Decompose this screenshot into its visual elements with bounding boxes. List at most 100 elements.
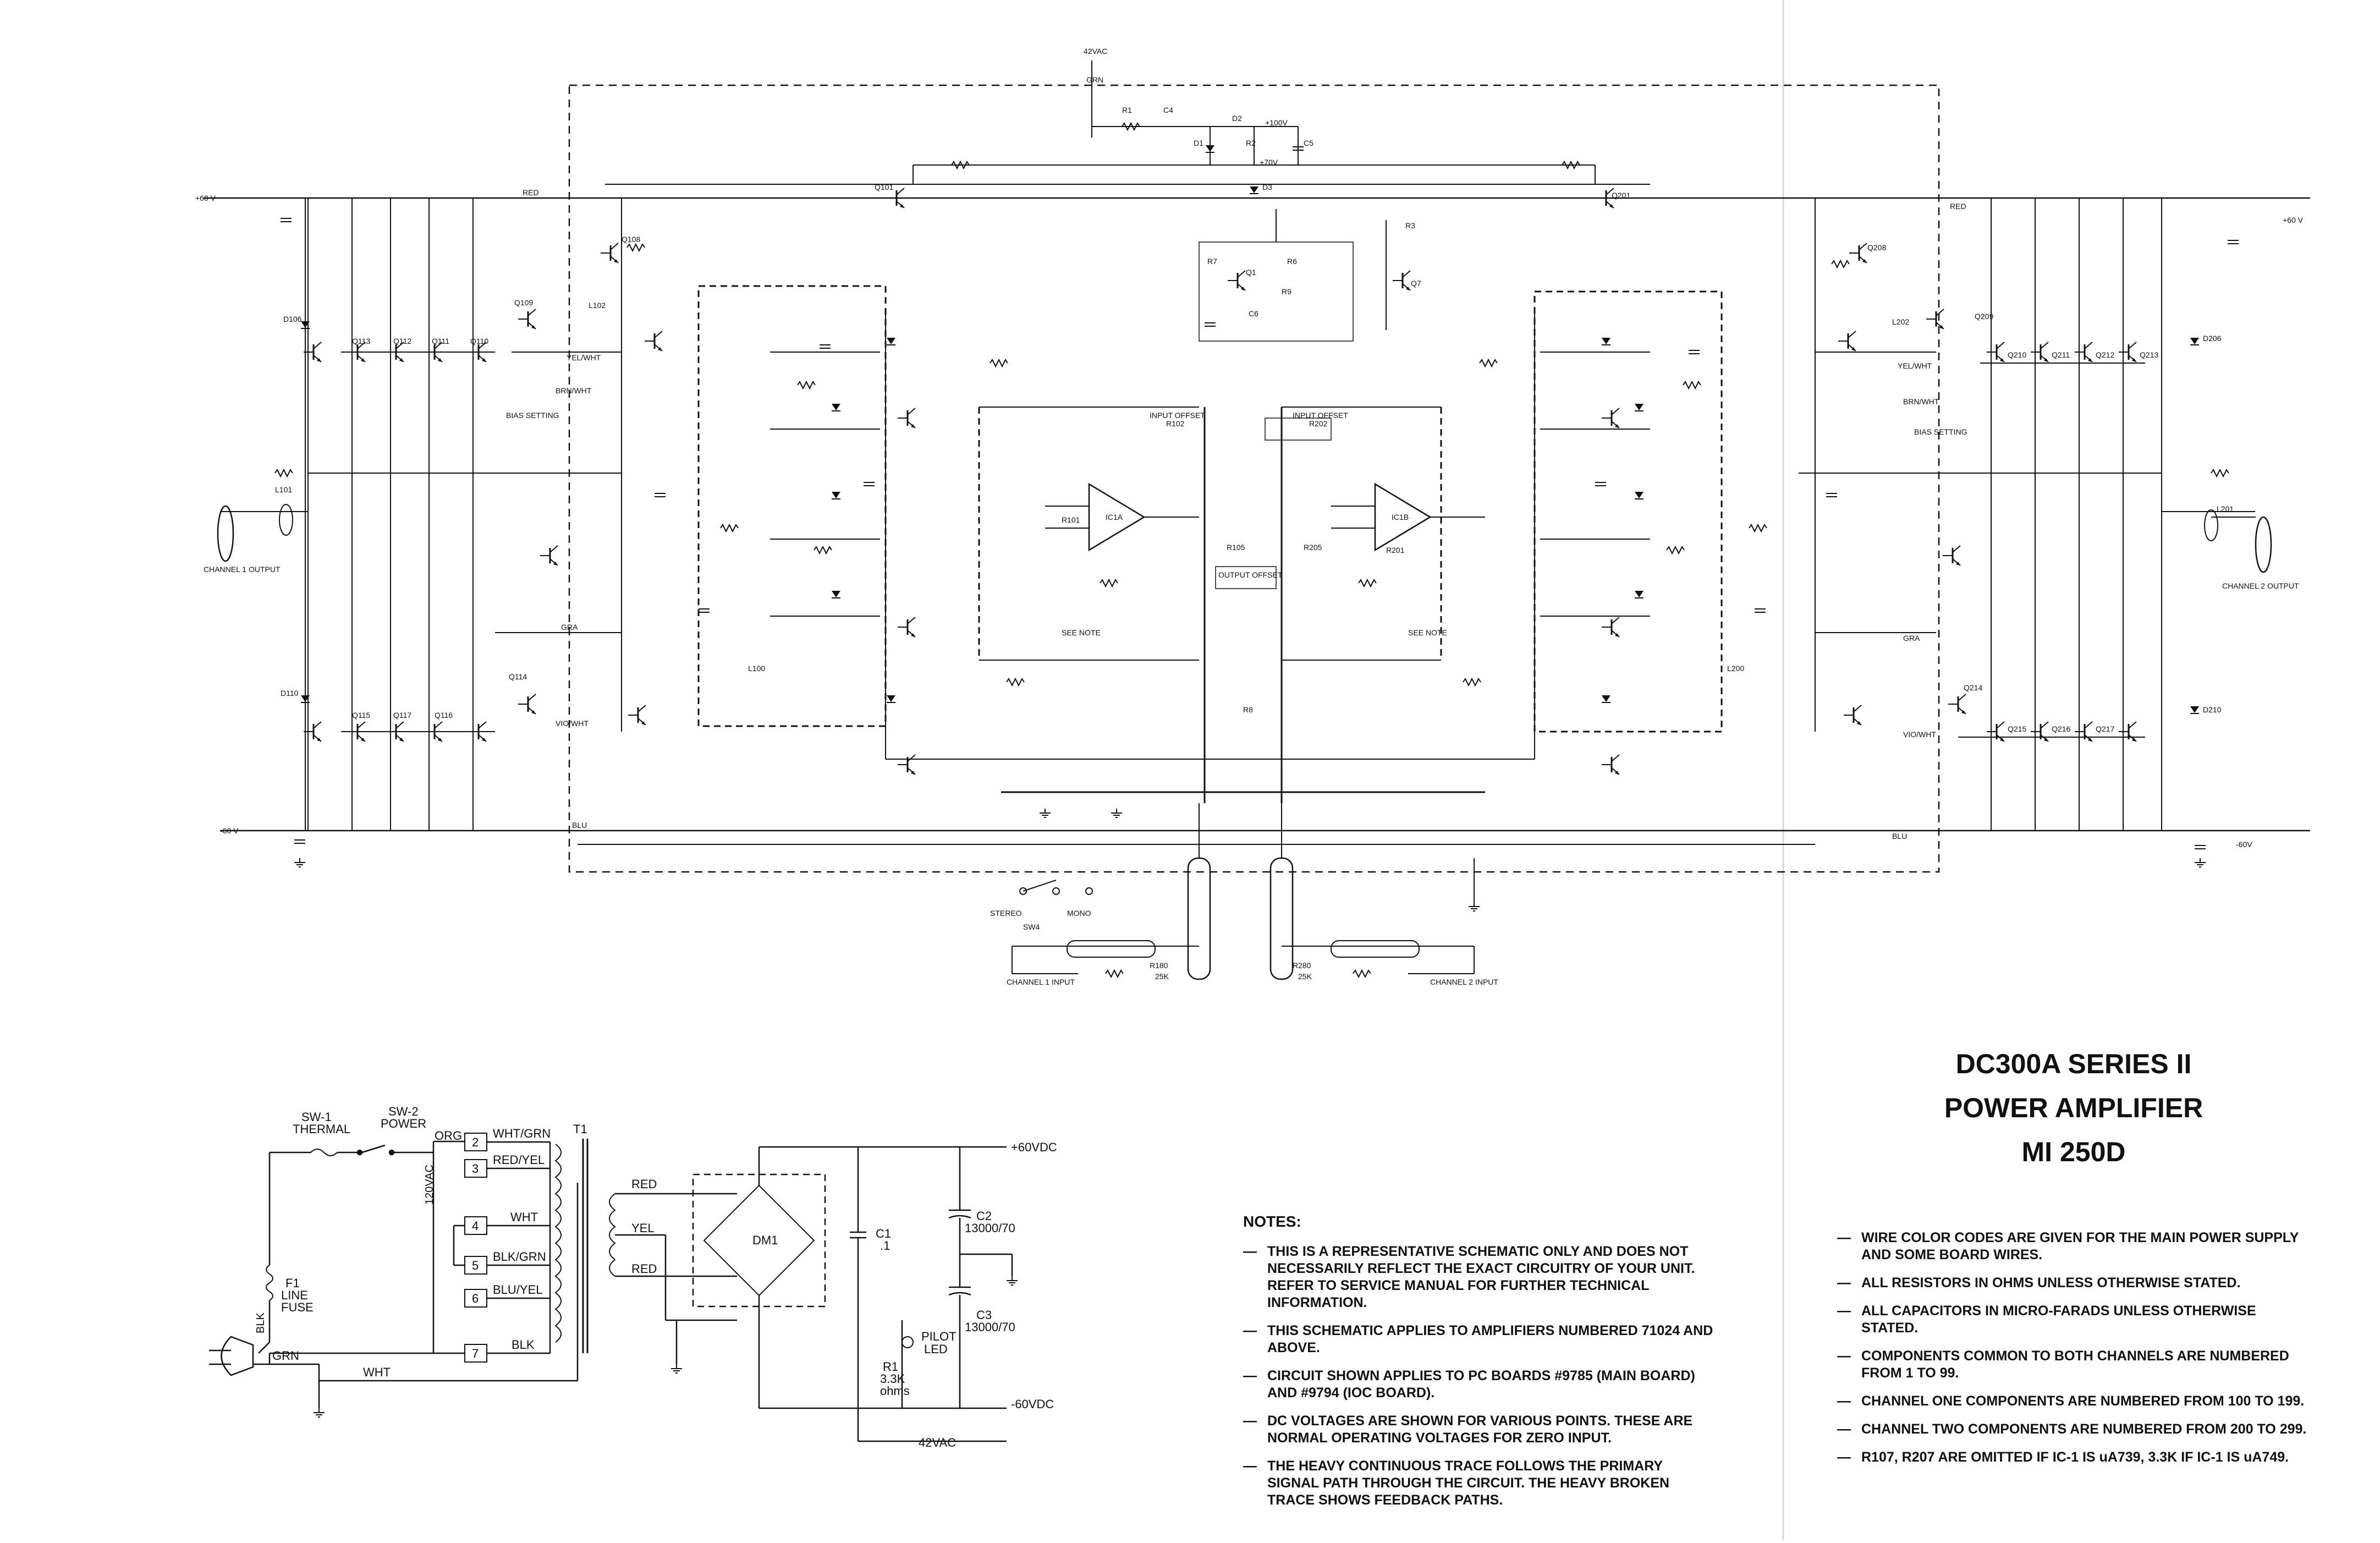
red-top-label: RED: [631, 1177, 657, 1191]
ch2-output-jack: [2255, 516, 2272, 573]
c6-label: C6: [1249, 309, 1258, 318]
ic1b-label: IC1B: [1392, 513, 1409, 521]
r9-label: R9: [1282, 287, 1291, 296]
brn-wht-ch2-label: BRN/WHT: [1903, 397, 1939, 406]
sw2-label: SW-2: [388, 1105, 419, 1118]
yel-label: YEL: [631, 1221, 655, 1235]
blu-wire-right-label: BLU: [1892, 832, 1907, 841]
rail-pos-right-label: +60 V: [2283, 216, 2304, 224]
tap-2-num: 2: [472, 1135, 479, 1149]
bias-setting-ch1-label: BIAS SETTING: [506, 411, 559, 420]
resistor-symbols: [274, 123, 2229, 978]
q112-label: Q112: [393, 337, 411, 345]
ac42-label: 42VAC: [919, 1436, 956, 1449]
r102-label: R102: [1166, 419, 1185, 428]
tap-6-label: BLU/YEL: [493, 1283, 543, 1297]
l101-label: L101: [275, 485, 292, 494]
q1-label: Q1: [1246, 268, 1256, 277]
r205-label: R205: [1304, 543, 1322, 552]
title-model: DC300A SERIES II: [1955, 1048, 2192, 1079]
output-offset-label: OUTPUT OFFSET: [1218, 570, 1283, 579]
c4-label: C4: [1163, 106, 1173, 114]
rail-neg-left-label: -60 V: [220, 826, 239, 835]
vio-wht-ch1-label: VIO/WHT: [556, 719, 589, 728]
input-offset-label: INPUT OFFSET: [1293, 411, 1348, 420]
vio-wht-ch2-label: VIO/WHT: [1903, 730, 1936, 739]
q212-label: Q212: [2096, 350, 2114, 359]
tap-4-label: WHT: [510, 1210, 538, 1224]
q108-label: Q108: [622, 235, 640, 244]
r6-label: R6: [1287, 257, 1297, 266]
line-label: LINE: [281, 1288, 308, 1302]
ac120-label: 120VAC: [424, 1165, 436, 1205]
capacitor-symbols: [280, 146, 2239, 849]
q7-label: Q7: [1411, 279, 1421, 288]
stereo-label: STEREO: [990, 909, 1022, 918]
f1-label: F1: [285, 1276, 300, 1290]
l100-label: L100: [748, 664, 765, 673]
board-outline: [568, 84, 1940, 873]
note-dc-voltages: DC VOLTAGES ARE SHOWN FOR VARIOUS POINTS…: [1243, 1413, 1716, 1447]
q211-label: Q211: [2052, 350, 2070, 359]
sw1-label: SW-1: [301, 1110, 332, 1124]
ch1-driver-stage: [697, 285, 1485, 803]
tap-6-num: 6: [472, 1292, 479, 1305]
q209-label: Q209: [1975, 312, 1993, 321]
c3-value: 13000/70: [965, 1320, 1015, 1334]
amplifier-section: [204, 61, 2310, 980]
power-label: POWER: [381, 1117, 426, 1130]
see-note-ch2-label: SEE NOTE: [1408, 628, 1447, 637]
q101-label: Q101: [875, 183, 893, 191]
d106-label: D106: [283, 315, 302, 323]
d210-label: D210: [2203, 705, 2222, 714]
note-representative: THIS IS A REPRESENTATIVE SCHEMATIC ONLY …: [1243, 1243, 1716, 1311]
c2-value: 13000/70: [965, 1221, 1015, 1235]
brn-wht-ch1-label: BRN/WHT: [556, 386, 592, 395]
ch2-driver-stage: [1280, 290, 1723, 803]
supply-labels: SW-1 THERMAL SW-2 POWER ORG 120VAC T1 F1…: [255, 1105, 1057, 1449]
l201-label: L201: [2217, 504, 2234, 513]
yel-wht-ch1-label: YEL/WHT: [567, 353, 601, 362]
org-label: ORG: [435, 1129, 462, 1143]
q114-label: Q114: [509, 672, 527, 681]
gra-ch1-label: GRA: [561, 623, 578, 632]
ch1-output-label: CHANNEL 1 OUTPUT: [204, 565, 281, 574]
note-channel-one: CHANNEL ONE COMPONENTS ARE NUMBERED FROM…: [1837, 1393, 2310, 1410]
d2-label: D2: [1232, 114, 1242, 123]
r8-label: R8: [1243, 705, 1253, 714]
dm1-label: DM1: [752, 1233, 778, 1247]
note-resistors: ALL RESISTORS IN OHMS UNLESS OTHERWISE S…: [1837, 1275, 2310, 1292]
grn-top-label: GRN: [1086, 75, 1103, 84]
d206-label: D206: [2203, 334, 2222, 343]
l102-label: L102: [589, 301, 606, 310]
sw4-label: SW4: [1023, 922, 1040, 931]
title-product: POWER AMPLIFIER: [1944, 1092, 2203, 1123]
yel-wht-ch2-label: YEL/WHT: [1898, 361, 1932, 370]
ch1-input-label: CHANNEL 1 INPUT: [1007, 978, 1075, 986]
q216-label: Q216: [2052, 724, 2070, 733]
note-channel-two: CHANNEL TWO COMPONENTS ARE NUMBERED FROM…: [1837, 1421, 2310, 1438]
note-pc-boards: CIRCUIT SHOWN APPLIES TO PC BOARDS #9785…: [1243, 1368, 1716, 1402]
r1-value: 3.3K: [880, 1372, 905, 1386]
red-wire-right-label: RED: [1950, 202, 1966, 211]
notes-right-column: WIRE COLOR CODES ARE GIVEN FOR THE MAIN …: [1837, 1229, 2310, 1477]
ch2-output-stage: [1799, 198, 2255, 831]
q217-label: Q217: [2096, 724, 2114, 733]
d3-label: D3: [1262, 183, 1272, 191]
r1-unit: ohms: [880, 1384, 910, 1398]
q214-label: Q214: [1964, 683, 1982, 692]
component-symbols: [303, 187, 2137, 776]
blu-wire-left-label: BLU: [572, 821, 587, 830]
d110-label: D110: [281, 689, 299, 698]
t1-label: T1: [573, 1122, 587, 1136]
v70-label: +70V: [1260, 158, 1278, 167]
c1-value: .1: [880, 1239, 890, 1253]
c2-label: C2: [976, 1209, 992, 1223]
input-offset-label-ch1: INPUT OFFSET: [1150, 411, 1205, 420]
tap-3-num: 3: [472, 1162, 479, 1176]
tap-4-num: 4: [472, 1219, 479, 1233]
rail-neg-right-label: -60V: [2236, 840, 2252, 849]
r101-label: R101: [1062, 515, 1080, 524]
